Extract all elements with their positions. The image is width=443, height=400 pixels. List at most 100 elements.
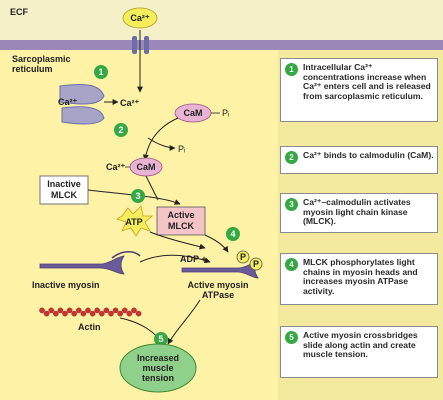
step-5: 5 Active myosin crossbridges slide along… [285, 330, 435, 360]
actin-label: Actin [78, 322, 101, 332]
phosphate-attached-label: Pᵢ [222, 108, 229, 118]
phosphate-free-label: Pᵢ [178, 144, 185, 154]
step-2-badge: 2 [285, 151, 298, 164]
sr-upper-lobe [59, 83, 105, 105]
atp-label: ATP [125, 217, 142, 227]
active-mlck-label-line2: MLCK [168, 221, 194, 231]
phosphate-1 [236, 250, 250, 264]
actin-bead [135, 310, 142, 317]
step-2: 2 Ca²⁺ binds to calmodulin (CaM). [285, 150, 435, 164]
step-2-box: 2 Ca²⁺ binds to calmodulin (CaM). [280, 146, 438, 174]
calcium-ion-ecf [122, 7, 158, 29]
phosphate-1-label: P [240, 252, 246, 262]
step-badge-4 [226, 227, 240, 241]
step-3-text: Ca²⁺–calmodulin activates myosin light c… [303, 197, 411, 227]
inactive-mlck-label-line1: Inactive [47, 179, 81, 189]
step-1: 1 Intracellular Ca²⁺ concentrations incr… [285, 62, 435, 102]
step-2-text: Ca²⁺ binds to calmodulin (CaM). [303, 150, 434, 160]
step-badge-4-label: 4 [230, 229, 235, 239]
step-5-text: Active myosin crossbridges slide along a… [303, 330, 418, 360]
actin-bead [103, 307, 110, 314]
calcium-complex-label: Ca²⁺ [106, 162, 126, 172]
actin-bead [131, 307, 137, 314]
inactive-myosin-label: Inactive myosin [32, 280, 100, 290]
step-3-badge: 3 [285, 198, 298, 211]
ecf-region [0, 0, 443, 40]
actin-bead [39, 307, 45, 314]
step-badge-5 [154, 332, 168, 346]
active-mlck [156, 206, 206, 236]
actin-bead [122, 307, 128, 314]
channel-left [132, 36, 137, 54]
actin-bead [48, 307, 55, 314]
actin-bead [89, 310, 96, 317]
actin-bead [43, 310, 50, 317]
step-1-text: Intracellular Ca²⁺ concentrations increa… [303, 62, 431, 101]
myosin-activation-arrow [139, 254, 211, 264]
step-3: 3 Ca²⁺–calmodulin activates myosin light… [285, 197, 435, 227]
actin-bead [117, 310, 123, 317]
step-badge-2 [114, 123, 128, 137]
active-myosin-label-line2: ATPase [202, 290, 234, 300]
step-badge-1-label: 1 [98, 67, 103, 77]
actin-bead [112, 307, 119, 314]
step-badge-2-label: 2 [118, 125, 123, 135]
crossbridge-arrow [167, 299, 201, 345]
actin-bead [71, 310, 77, 317]
actin-bead [80, 310, 87, 317]
sr-label-line1: Sarcoplasmic [12, 54, 71, 64]
actin-bead [108, 310, 114, 317]
step-1-box: 1 Intracellular Ca²⁺ concentrations incr… [280, 58, 438, 122]
atp-hydrolysis-arrow [149, 231, 206, 250]
calmodulin-label: CaM [183, 108, 202, 118]
step-4: 4 MLCK phosphorylates light chains in my… [285, 257, 435, 297]
actin-bead [85, 307, 91, 314]
step-4-badge: 4 [285, 258, 298, 271]
step-1-badge: 1 [285, 63, 298, 76]
step-5-box: 5 Active myosin crossbridges slide along… [280, 326, 438, 378]
calcium-sr-label: Ca²⁺ [58, 97, 78, 107]
actin-bead [76, 307, 82, 314]
adp-label: ADP + [180, 254, 207, 264]
calcium-calmodulin-label: CaM [136, 162, 155, 172]
step-badge-5-label: 5 [158, 334, 163, 344]
step-3-box: 3 Ca²⁺–calmodulin activates myosin light… [280, 193, 438, 233]
tension-label-line3: tension [142, 373, 174, 383]
active-myosin-label-line1: Active myosin [187, 280, 248, 290]
actin-bead [53, 310, 59, 317]
complex-to-mlck-line [145, 175, 159, 201]
sr-label-line2: reticulum [12, 64, 53, 74]
tension-label-line2: muscle [142, 363, 173, 373]
phosphorylation-arrow [204, 234, 229, 253]
step-badge-3 [131, 189, 145, 203]
actin-bead [62, 310, 68, 317]
channel-right [144, 36, 149, 54]
actin-bead [126, 310, 133, 317]
step-badge-3-label: 3 [135, 191, 140, 201]
active-myosin [181, 261, 259, 279]
actin-bead [66, 307, 73, 314]
step-4-box: 4 MLCK phosphorylates light chains in my… [280, 253, 438, 305]
inactive-myosin [39, 255, 125, 275]
active-mlck-label-line1: Active [167, 210, 194, 220]
increased-tension [119, 343, 197, 393]
ecf-label: ECF [10, 7, 29, 17]
actin-bead [57, 307, 64, 314]
step-badge-1 [94, 65, 108, 79]
phosphate-2-label: P [253, 259, 259, 269]
phosphate-release-arrow [147, 137, 176, 151]
sr-lower-lobe [61, 106, 105, 125]
tension-label-line1: Increased [137, 353, 179, 363]
atp-burst [116, 205, 154, 237]
inactive-myosin-head [111, 251, 141, 259]
actin-bead [94, 307, 100, 314]
phosphate-2 [249, 257, 263, 271]
cell-membrane [0, 40, 443, 50]
calmodulin-binding-arrow [142, 117, 179, 161]
step-5-badge: 5 [285, 331, 298, 344]
inactive-mlck-label-line2: MLCK [51, 190, 77, 200]
actin-bead [99, 310, 105, 317]
inactive-mlck [39, 175, 89, 205]
calcium-cytosol-label: Ca²⁺ [120, 98, 140, 108]
